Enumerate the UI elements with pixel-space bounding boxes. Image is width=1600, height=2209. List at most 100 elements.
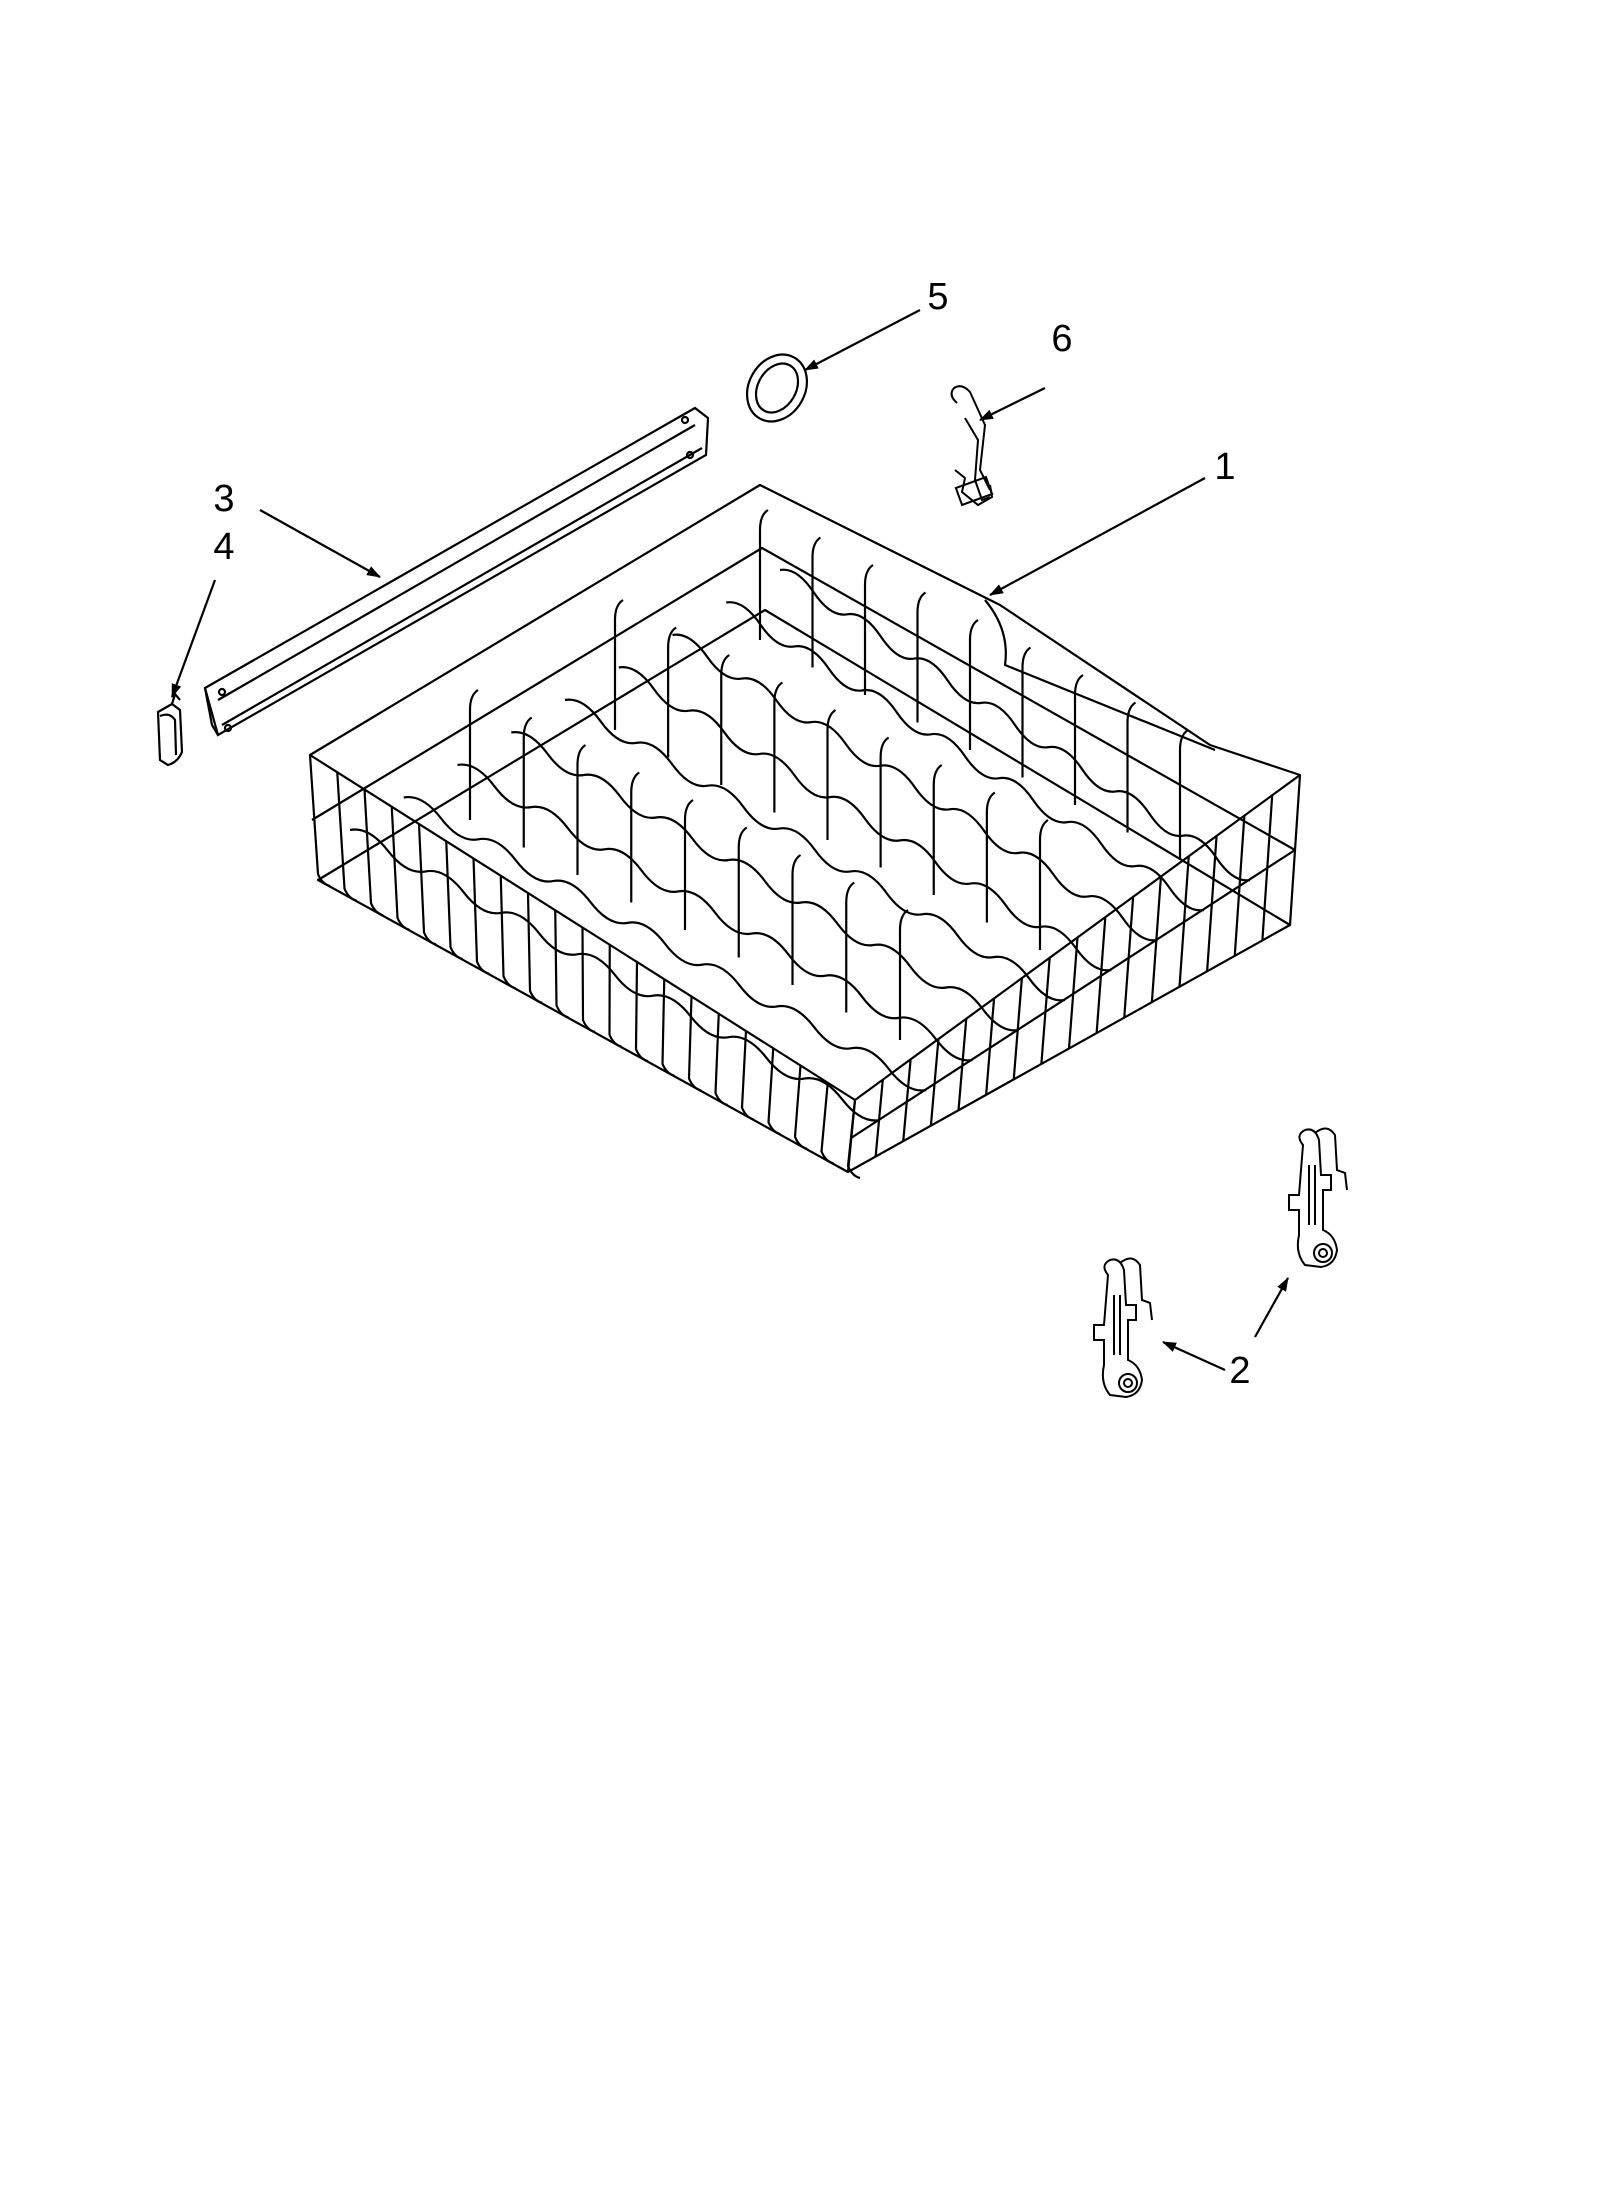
rack-floor-waves [349, 568, 1251, 1122]
rack-mid-rim [311, 546, 1297, 1139]
rack-floor-wire [618, 666, 1112, 972]
rack-tines [468, 509, 1189, 1040]
rack-front-right-wires [846, 774, 1302, 1173]
leader-2b [1254, 1277, 1289, 1338]
rack-tine [758, 509, 769, 640]
rack-wire [1012, 978, 1023, 1080]
rack-wire [634, 961, 649, 1063]
rack-wire [1261, 795, 1274, 941]
rack-wire [687, 996, 702, 1092]
rack-wire [957, 1018, 968, 1111]
rack-floor-wire [726, 601, 1204, 912]
rack-wire [363, 789, 384, 917]
rack-wire [793, 1065, 808, 1150]
rail-end-cap [156, 691, 184, 767]
roller-assembly-right [1288, 1127, 1348, 1269]
rack-wire [390, 806, 410, 931]
leader-lines [170, 309, 1289, 1372]
callout-1: 1 [1214, 446, 1236, 488]
rack-wire [661, 979, 675, 1077]
rack-wire [1067, 937, 1079, 1049]
rack-tine [845, 881, 855, 1013]
rack-tine [1178, 729, 1189, 860]
rack-wire [499, 875, 516, 990]
rack-wire [1123, 896, 1135, 1018]
rack-tine [667, 626, 677, 758]
dish-rack [308, 483, 1302, 1180]
rack-tine [1038, 819, 1049, 950]
rack-tine [773, 681, 784, 813]
slide-rail [203, 406, 710, 737]
rack-tine [737, 826, 748, 958]
rack-tine [468, 689, 479, 820]
rack-floor-wire [403, 795, 927, 1092]
rack-wire [1233, 815, 1246, 956]
roller-assembly-left [1093, 1257, 1153, 1399]
rack-wire [714, 1013, 728, 1107]
rack-tine [522, 716, 533, 848]
rack-wire [1206, 835, 1218, 972]
rack-floor-wire [672, 633, 1158, 942]
rack-wire [445, 841, 463, 961]
leader-1 [989, 477, 1206, 596]
rack-wire [902, 1059, 912, 1142]
rack-floor-wire [511, 730, 1019, 1032]
rack-top-rim [308, 483, 1302, 1102]
rack-floor-wire [564, 698, 1066, 1002]
rack-wire [874, 1079, 884, 1157]
rack-tine [811, 536, 822, 668]
callout-4: 4 [213, 526, 235, 568]
rack-wire [336, 772, 357, 902]
rack-tine [791, 854, 802, 985]
rack-wire [929, 1038, 940, 1126]
rack-floor-wire [779, 568, 1251, 882]
rack-back-notch [984, 599, 1216, 752]
leader-6 [979, 387, 1046, 421]
rack-wire [608, 944, 622, 1048]
rack-tine [720, 654, 730, 785]
rack-tine [630, 771, 640, 903]
rack-floor-wire [349, 828, 881, 1122]
rack-wire [740, 1030, 755, 1121]
rack-wire [820, 1082, 834, 1165]
rack-tine [1021, 646, 1032, 778]
leader-3 [259, 509, 381, 578]
rack-floor-wire [457, 763, 973, 1062]
rack-tine [683, 799, 694, 930]
oval-rail-stop [745, 353, 809, 423]
leader-2a [1162, 1340, 1226, 1372]
rack-tine [932, 764, 943, 895]
rack-tine [985, 791, 996, 923]
rack-wire [1095, 917, 1107, 1034]
rack-wire [1178, 856, 1190, 987]
rack-wire [308, 754, 331, 888]
rack-tine [826, 709, 837, 840]
rack-tine [1126, 701, 1137, 833]
rack-tine [613, 599, 624, 730]
rack-wire [1040, 957, 1051, 1065]
rack-tine [916, 591, 927, 723]
rack-tine [898, 909, 909, 1040]
rack-wire [1288, 774, 1302, 926]
callout-3: 3 [213, 478, 235, 520]
rack-wire [526, 892, 543, 1004]
rack-tine [1073, 674, 1084, 805]
leader-5 [804, 309, 921, 371]
rack-clip [950, 385, 994, 507]
rack-wire [417, 823, 437, 946]
rack-tine [968, 619, 979, 750]
rack-wire [554, 910, 569, 1019]
leader-4 [170, 579, 217, 698]
callout-2: 2 [1229, 1350, 1251, 1392]
rack-wire [767, 1048, 781, 1136]
rack-wire [472, 858, 490, 975]
rack-tine [576, 744, 587, 875]
callout-6: 6 [1051, 318, 1073, 360]
rack-tine [879, 736, 890, 868]
rack-wire [581, 927, 596, 1034]
rack-tine [863, 564, 874, 695]
rack-wire [985, 998, 996, 1095]
callout-5: 5 [927, 276, 949, 318]
